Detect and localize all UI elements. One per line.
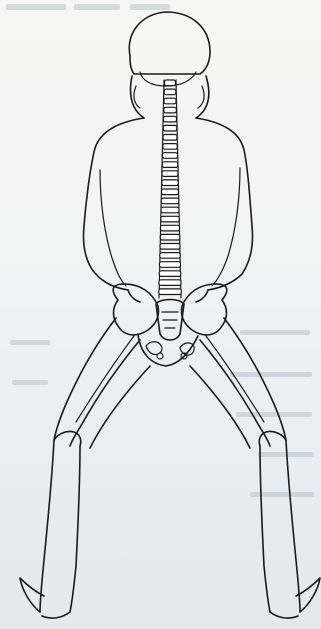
- vertebra: [162, 189, 179, 195]
- vertebra: [161, 207, 179, 213]
- head: [129, 12, 210, 86]
- vertebra: [161, 198, 179, 204]
- pelvis: [113, 284, 227, 366]
- vertebra: [162, 162, 178, 168]
- vertebra: [162, 180, 179, 186]
- vertebra: [160, 253, 181, 259]
- vertebra: [160, 262, 181, 268]
- vertebra: [159, 271, 181, 277]
- vertebra: [161, 225, 180, 231]
- spine-column: [159, 80, 182, 298]
- vertebra: [160, 244, 180, 250]
- vertebra: [165, 80, 176, 86]
- vertebra: [163, 125, 177, 131]
- vertebra: [161, 216, 180, 222]
- vertebra: [163, 144, 178, 150]
- vertebra: [164, 107, 177, 113]
- vertebra: [159, 280, 181, 286]
- vertebra: [164, 89, 176, 95]
- vertebra: [164, 116, 177, 122]
- vertebra: [160, 234, 180, 240]
- vertebra: [162, 171, 178, 177]
- legs: [20, 318, 320, 618]
- vertebra: [163, 153, 178, 159]
- vertebra: [163, 135, 177, 141]
- vertebra: [159, 289, 182, 295]
- vertebra: [164, 98, 176, 104]
